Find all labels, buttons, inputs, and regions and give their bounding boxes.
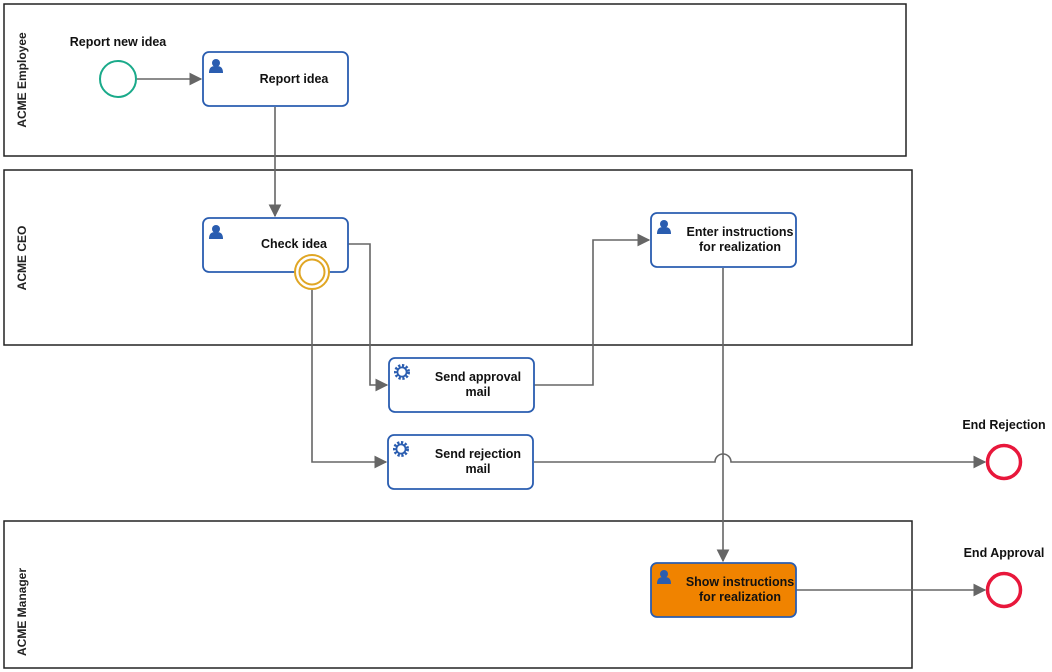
lane-label-manager: ACME Manager	[15, 568, 29, 656]
task-label: Send approval	[435, 370, 521, 384]
flow-approval-mail-to-enter[interactable]	[534, 233, 651, 386]
task-label: Send rejection	[435, 447, 521, 461]
task-label: for realization	[699, 590, 781, 604]
task-label: Report idea	[260, 72, 330, 86]
flow-rejection-mail-to-end[interactable]	[534, 453, 987, 469]
task-report-idea[interactable]: Report idea	[202, 51, 349, 107]
lane-label-ceo: ACME CEO	[15, 226, 29, 291]
lane-label-employee: ACME Employee	[15, 32, 29, 128]
task-show-instructions[interactable]: Show instructions for realization	[650, 562, 797, 618]
task-send-rejection-mail[interactable]: Send rejection mail	[387, 434, 534, 490]
lane-acme-employee: ACME Employee	[3, 3, 907, 157]
task-label: mail	[465, 385, 490, 399]
end-event-rejection[interactable]	[985, 443, 1023, 481]
end-approval-label: End Approval	[964, 546, 1045, 560]
task-enter-instructions[interactable]: Enter instructions for realization	[650, 212, 797, 268]
end-rejection-label: End Rejection	[962, 418, 1045, 432]
boundary-event[interactable]	[294, 254, 330, 290]
end-event-approval[interactable]	[985, 571, 1023, 609]
start-event-label: Report new idea	[70, 35, 168, 49]
task-label: Check idea	[261, 237, 328, 251]
task-label: mail	[465, 462, 490, 476]
flow-check-to-approval-mail[interactable]	[348, 243, 389, 392]
start-event[interactable]	[99, 60, 137, 98]
sequence-flows	[137, 72, 987, 597]
task-send-approval-mail[interactable]: Send approval mail	[388, 357, 535, 413]
task-label: for realization	[699, 240, 781, 254]
task-label: Show instructions	[686, 575, 794, 589]
flow-boundary-to-rejection-mail[interactable]	[311, 289, 388, 469]
task-label: Enter instructions	[687, 225, 794, 239]
